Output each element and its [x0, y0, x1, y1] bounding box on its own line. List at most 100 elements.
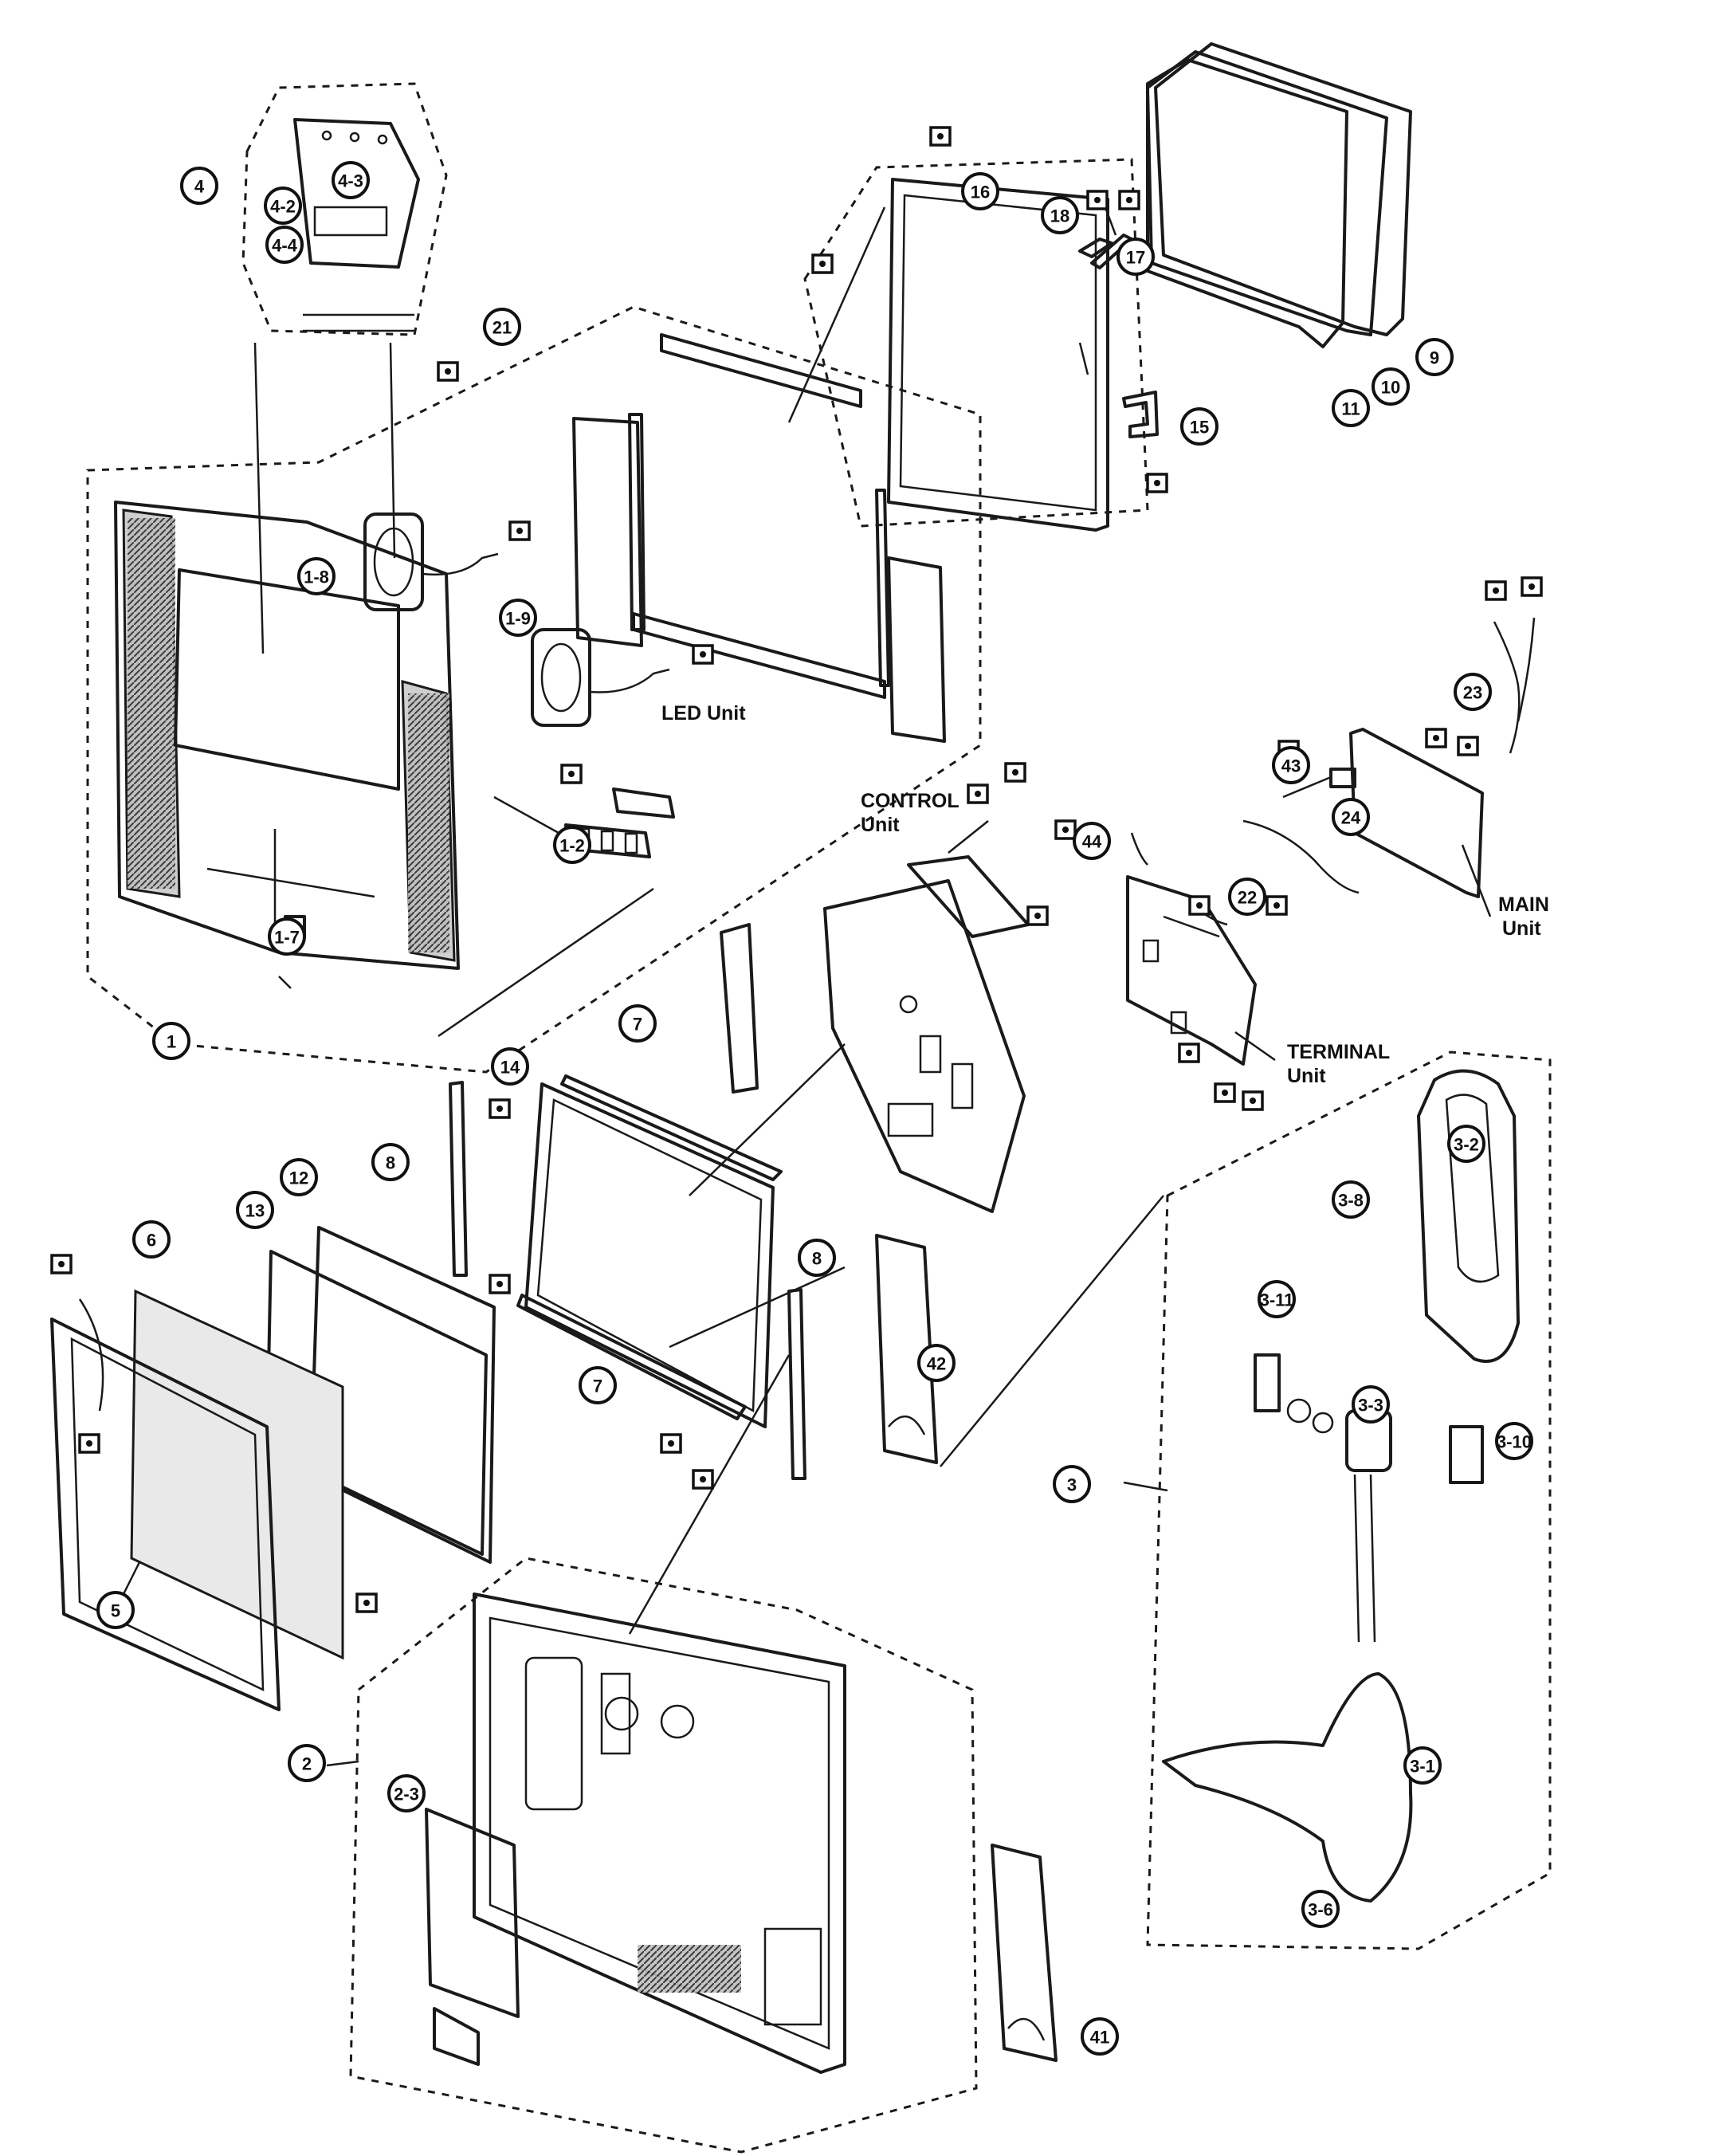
- part-2-rear-cabinet: [473, 1592, 846, 2074]
- screw-marker: [1146, 473, 1168, 493]
- part-42-cover: [875, 1234, 938, 1464]
- screw-marker: [50, 1254, 73, 1274]
- screw-marker: [489, 1274, 511, 1294]
- part-callout-number: 3-2: [1454, 1135, 1479, 1155]
- part-callout-number: 1-8: [304, 567, 329, 587]
- leader-lines: [114, 206, 1492, 1767]
- lcd-group-outline: [803, 158, 1149, 528]
- part-callout-number: 2-3: [394, 1785, 419, 1805]
- part-callout-3-11: 3-11: [1258, 1280, 1296, 1318]
- control-unit-label: CONTROL: [861, 790, 959, 812]
- part-callout-5: 5: [96, 1591, 135, 1629]
- part-callout-10: 10: [1372, 367, 1410, 406]
- part-7-bars: [516, 1074, 783, 1420]
- main-unit-label-2: Unit: [1502, 917, 1541, 940]
- part-callout-number: 3-10: [1497, 1432, 1532, 1452]
- screw-marker: [1521, 576, 1543, 597]
- terminal-unit-label: TERMINAL: [1287, 1041, 1390, 1063]
- part-callout-8: 8: [371, 1143, 410, 1181]
- part-callout-22: 22: [1228, 878, 1266, 916]
- part-callout-12: 12: [280, 1158, 318, 1196]
- part-callout-number: 4: [194, 177, 205, 197]
- part-callout-1-8: 1-8: [297, 557, 336, 595]
- part-callout-21: 21: [483, 308, 521, 346]
- part-callout-7: 7: [579, 1366, 617, 1404]
- part-callout-13: 13: [236, 1191, 274, 1229]
- part-callout-24: 24: [1332, 798, 1370, 836]
- chassis-plate: [823, 879, 1026, 1213]
- screw-marker: [692, 644, 714, 665]
- part-callout-15: 15: [1180, 407, 1218, 446]
- part-callout-number: 3-6: [1308, 1900, 1333, 1920]
- part-callout-number: 3-1: [1410, 1757, 1435, 1777]
- part-callout-number: 3-8: [1338, 1191, 1364, 1211]
- part-callout-number: 10: [1381, 378, 1400, 398]
- part-callout-4-2: 4-2: [264, 187, 302, 225]
- screw-marker: [489, 1098, 511, 1119]
- part-callout-4: 4: [180, 167, 218, 205]
- part-callout-number: 13: [245, 1201, 265, 1221]
- screw-marker: [78, 1433, 100, 1454]
- part-callout-number: 11: [1341, 399, 1360, 419]
- screw-marker: [811, 253, 834, 274]
- group-outlines: [86, 82, 1552, 2154]
- part-2-3-board: [425, 1808, 520, 2066]
- control-unit-board: [907, 820, 1030, 938]
- screw-marker: [1026, 905, 1049, 926]
- part-callout-number: 1-7: [274, 928, 300, 948]
- part-callout-23: 23: [1454, 673, 1492, 711]
- part-callouts: 11-21-71-81-922-333-13-23-33-63-103-113-…: [96, 161, 1533, 2056]
- part-14-frame: [524, 1082, 775, 1428]
- part-callout-number: 2: [302, 1754, 312, 1774]
- part-1-front-bezel: [114, 501, 460, 970]
- part-callout-number: 4-2: [270, 197, 296, 217]
- screw-marker: [1242, 1090, 1264, 1111]
- screw-marker: [967, 783, 989, 804]
- part-callout-number: 18: [1050, 206, 1069, 226]
- part-1-8-speaker: [363, 512, 499, 611]
- screw-marker: [1188, 895, 1211, 916]
- screw-marker: [1485, 580, 1507, 601]
- part-left-bar: [720, 923, 759, 1094]
- parts-23-43-44-cables: [1130, 617, 1536, 926]
- part-callout-number: 14: [500, 1058, 520, 1078]
- screw-marker: [929, 126, 952, 147]
- part-8-bars: [449, 1081, 806, 1480]
- part-1-9-speaker: [531, 628, 670, 727]
- part-callout-number: 4-3: [338, 171, 363, 191]
- part-callout-9: 9: [1415, 338, 1454, 376]
- part-callout-number: 5: [111, 1601, 120, 1621]
- screw-marker: [692, 1469, 714, 1490]
- part-callout-3-3: 3-3: [1352, 1385, 1390, 1424]
- part-callout-2: 2: [288, 1744, 326, 1782]
- screw-marker: [508, 520, 531, 541]
- part-callout-16: 16: [961, 172, 999, 210]
- screw-marker: [1425, 728, 1447, 748]
- screw-marker: [560, 764, 583, 784]
- part-callout-number: 1-2: [559, 836, 585, 856]
- part-callout-3-10: 3-10: [1495, 1422, 1533, 1460]
- part-callout-1-9: 1-9: [499, 599, 537, 637]
- part-callout-number: 41: [1090, 2028, 1109, 2048]
- part-callout-number: 24: [1341, 808, 1361, 828]
- part-callout-number: 42: [927, 1354, 946, 1374]
- part-callout-14: 14: [491, 1047, 529, 1086]
- part-callout-4-4: 4-4: [265, 226, 304, 264]
- part-callout-41: 41: [1081, 2017, 1119, 2056]
- part-callout-number: 3: [1067, 1475, 1077, 1495]
- part-callout-number: 16: [971, 183, 990, 202]
- part-16-lcd-panel: [887, 178, 1109, 532]
- part-callout-18: 18: [1041, 196, 1079, 234]
- part-callout-6: 6: [132, 1220, 171, 1259]
- frame-rails: [572, 333, 946, 743]
- part-callout-number: 7: [633, 1015, 642, 1035]
- part-callout-number: 3-3: [1358, 1396, 1383, 1416]
- part-callout-number: 8: [386, 1153, 395, 1173]
- group-3-outline: [1146, 1051, 1552, 1950]
- part-3-2-neck: [1417, 1069, 1520, 1363]
- part-callout-3-6: 3-6: [1301, 1890, 1340, 1928]
- main-unit-board: [1349, 728, 1484, 898]
- part-callout-number: 12: [289, 1168, 308, 1188]
- part-callout-number: 6: [147, 1231, 156, 1251]
- part-callout-4-3: 4-3: [332, 161, 370, 199]
